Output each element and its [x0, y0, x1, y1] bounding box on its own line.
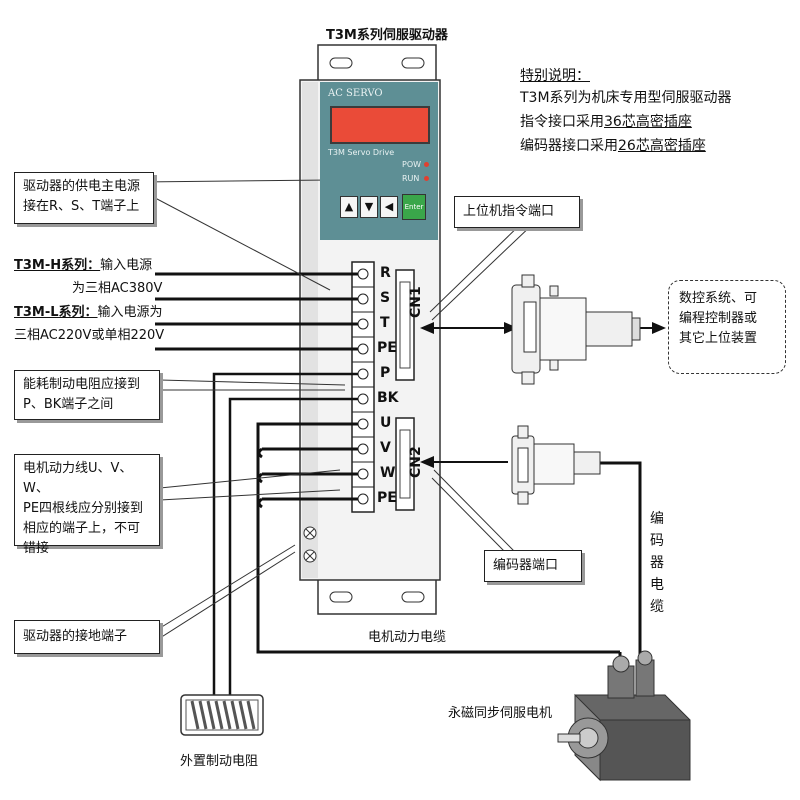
terminal-pe-motor: PE: [377, 490, 397, 506]
cn2-arrow: [420, 456, 508, 468]
terminal-p: P: [380, 365, 391, 381]
cn2-label: CN2: [408, 446, 424, 478]
note-line-3: 编码器接口采用26芯高密插座: [520, 138, 706, 154]
h-series-label: T3M-H系列：输入电源: [14, 258, 153, 273]
note-line-1: T3M系列为机床专用型伺服驱动器: [520, 90, 732, 106]
motor-cable-label: 电机动力电缆: [368, 630, 447, 645]
leader-lines: [139, 179, 536, 639]
cn1-plug: [511, 274, 641, 385]
key-up-button[interactable]: ▲: [340, 196, 358, 218]
cn1-arrow: [420, 322, 518, 334]
input-power-lines: [155, 272, 358, 351]
cn1-label: CN1: [408, 286, 424, 318]
callout-host-port: 上位机指令端口: [454, 196, 580, 228]
terminal-r: R: [380, 265, 391, 281]
terminal-u: U: [380, 415, 392, 431]
drive-model: T3M Servo Drive: [328, 148, 395, 157]
pow-led-label: POW: [402, 160, 422, 169]
key-down-button[interactable]: ▼: [360, 196, 378, 218]
note-line-2: 指令接口采用36芯高密插座: [520, 114, 692, 130]
pow-led: [424, 162, 429, 167]
h-series-voltage: 为三相AC380V: [72, 281, 163, 296]
note-heading: 特别说明：: [520, 68, 590, 84]
host-arrow: [640, 322, 666, 334]
run-led: [424, 176, 429, 181]
callout-ground-terminal: 驱动器的接地端子: [14, 620, 160, 654]
drive-mount-bottom: [317, 577, 437, 615]
resistor-label: 外置制动电阻: [180, 754, 259, 769]
callout-power-supply: 驱动器的供电主电源 接在R、S、T端子上: [14, 172, 154, 224]
drive-brand: AC SERVO: [328, 88, 383, 99]
key-enter-button[interactable]: Enter: [402, 194, 426, 220]
l-series-voltage: 三相AC220V或单相220V: [14, 328, 165, 343]
terminal-w: W: [380, 465, 396, 481]
drive-mount-top: [317, 44, 437, 82]
terminal-v: V: [380, 440, 391, 456]
led-display: [330, 106, 430, 144]
callout-encoder-port: 编码器端口: [484, 550, 582, 582]
host-device-box: 数控系统、可 编程控制器或 其它上位装置: [668, 280, 786, 374]
cn2-plug: [511, 425, 601, 505]
callout-brake-resistor: 能耗制动电阻应接到 P、BK端子之间: [14, 370, 160, 420]
l-series-label: T3M-L系列：输入电源为: [14, 305, 163, 320]
key-left-button[interactable]: ◀: [380, 196, 398, 218]
callout-motor-lines: 电机动力线U、V、W、 PE四根线应分别接到 相应的端子上，不可 错接: [14, 454, 160, 556]
encoder-cable-label: 编 码 器 电 缆: [650, 511, 664, 615]
motor-label: 永磁同步伺服电机: [448, 706, 553, 721]
terminal-t: T: [380, 315, 390, 331]
encoder-cable-line: [600, 461, 642, 665]
brake-resistor-wires: [212, 372, 358, 700]
brake-resistor: [180, 694, 264, 736]
terminal-bk: BK: [377, 390, 399, 406]
terminal-s: S: [380, 290, 391, 306]
diagram-title: T3M系列伺服驱动器: [326, 28, 448, 43]
terminal-pe-input: PE: [377, 340, 397, 356]
drive-front-panel: AC SERVO T3M Servo Drive POW RUN ▲ ▼ ◀ E…: [320, 82, 438, 240]
run-led-label: RUN: [402, 174, 420, 183]
ground-screws: [303, 526, 317, 563]
servo-motor: [557, 650, 691, 782]
